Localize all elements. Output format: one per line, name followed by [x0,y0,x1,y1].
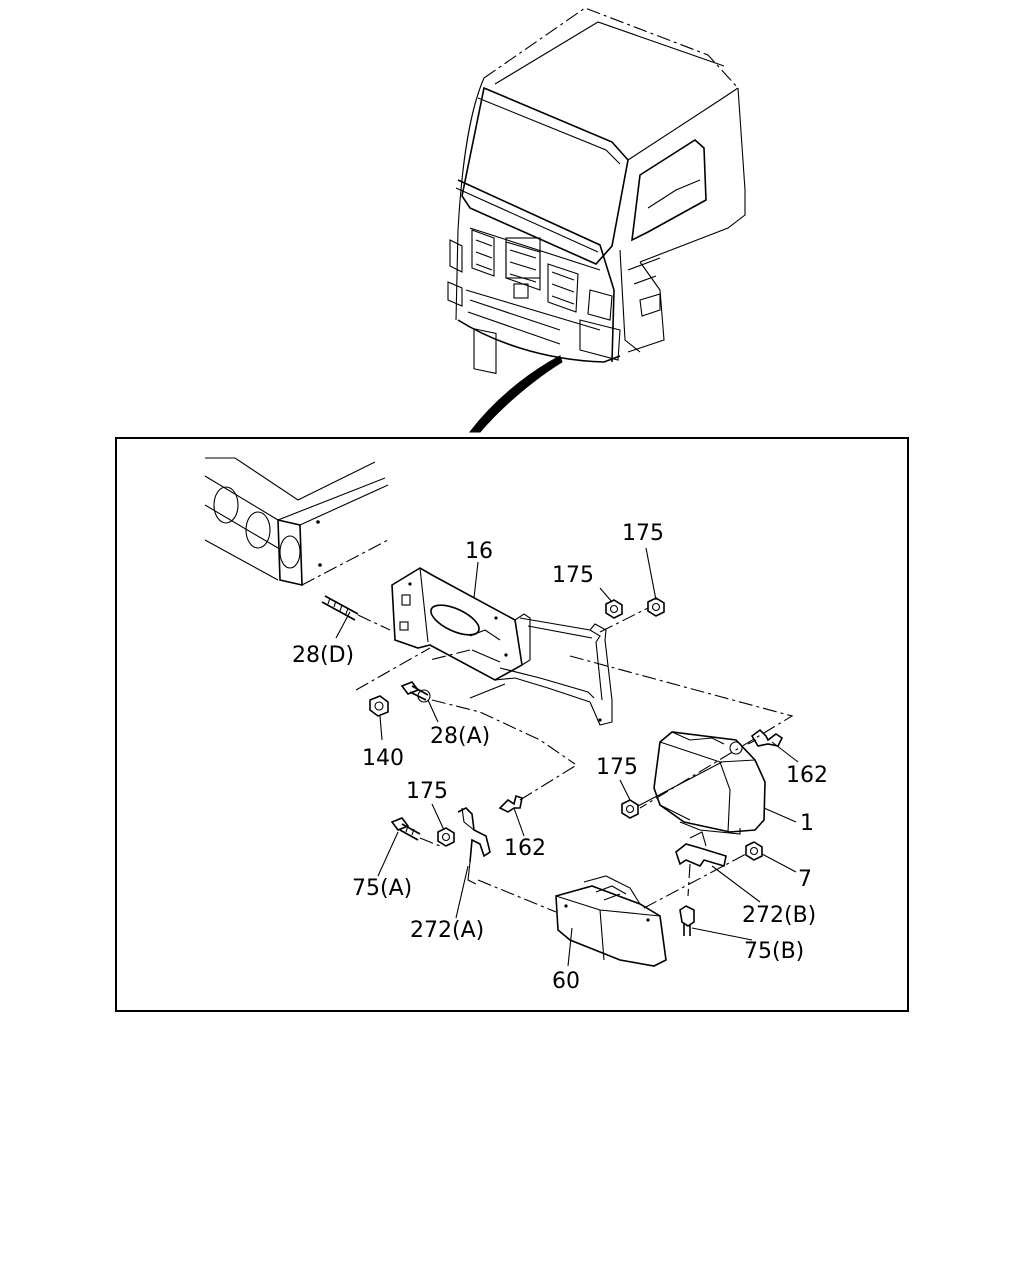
bolt-75a [390,817,441,847]
label-175-c: 175 [596,755,638,780]
nut-175-upper-right [647,597,665,617]
label-7: 7 [798,867,812,892]
nut-7 [643,841,763,909]
frame-rail [204,457,389,587]
detail-frame [115,437,909,1012]
label-175-a: 175 [622,521,664,546]
label-60: 60 [552,969,580,994]
truck-cab-illustration [447,7,746,375]
label-28d: 28(D) [292,643,354,668]
label-162-left: 162 [504,836,546,861]
label-272b: 272(B) [742,903,816,928]
socket-162-left [498,765,576,813]
leader-lines [335,547,799,967]
label-1: 1 [800,811,814,836]
nut-175-lower [437,827,455,847]
label-162-right: 162 [786,763,828,788]
nut-140 [355,647,431,717]
socket-162-right [747,728,784,747]
label-175-b: 175 [552,563,594,588]
label-75b: 75(B) [744,939,804,964]
label-28a: 28(A) [430,724,490,749]
label-175-d: 175 [406,779,448,804]
label-75a: 75(A) [352,876,412,901]
bracket-272a [457,807,491,885]
detail-callout-arrow [468,355,563,433]
bolt-75b [679,905,695,936]
label-272a: 272(A) [410,918,484,943]
lamp-assembly-1 [653,731,766,835]
lamp-assembly-60 [477,875,667,967]
bracket-16 [391,567,613,726]
label-16: 16 [465,539,493,564]
stud-bolt-28d [321,595,391,631]
nut-175-upper-left [605,599,623,619]
bolt-28a [400,681,576,765]
bracket-272b [675,831,727,897]
label-140: 140 [362,746,404,771]
